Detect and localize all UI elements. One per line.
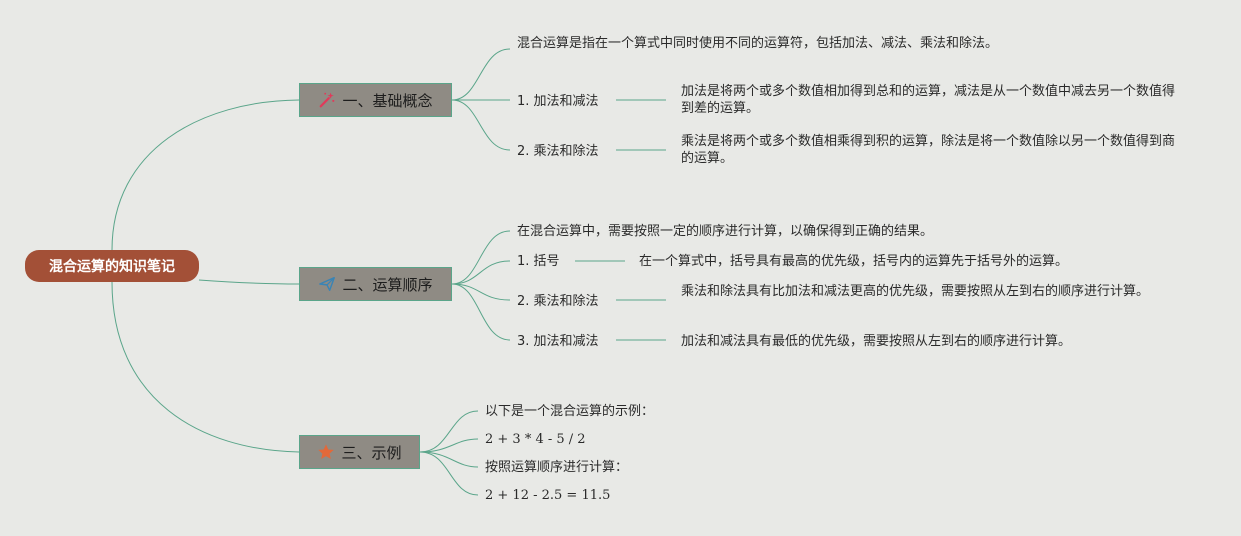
link-root-b2 <box>198 279 300 285</box>
link-b1-item2 <box>451 99 511 151</box>
link-b3-line2 <box>419 438 479 453</box>
example-line-3: 按照运算顺序进行计算： <box>485 460 629 475</box>
example-line-1: 以下是一个混合运算的示例： <box>485 404 655 419</box>
basic-concepts-intro: 混合运算是指在一个算式中同时使用不同的运算符，包括加法、减法、乘法和除法。 <box>517 36 999 51</box>
link-b2-item2 <box>451 283 511 301</box>
item-label: 1. 加法和减法 <box>517 94 599 109</box>
example-line-2: 2 + 3 * 4 - 5 / 2 <box>485 432 586 447</box>
order-item-add-sub[interactable]: 3. 加法和减法 <box>517 333 599 350</box>
paper-plane-icon <box>319 276 336 292</box>
branch-label: 一、基础概念 <box>342 91 433 110</box>
branch-label: 三、示例 <box>341 443 402 462</box>
link-b3-line4 <box>419 451 479 496</box>
order-item-mul-div[interactable]: 2. 乘法和除法 <box>517 293 599 310</box>
order-item-add-sub-desc: 加法和减法具有最低的优先级，需要按照从左到右的顺序进行计算。 <box>681 334 1072 349</box>
link-b1-intro <box>451 48 511 101</box>
link-root-b1 <box>111 99 300 251</box>
order-item-mul-div-desc: 乘法和除法具有比加法和减法更高的优先级，需要按照从左到右的顺序进行计算。 <box>681 284 1150 299</box>
branch-operation-order[interactable]: 二、运算顺序 <box>299 267 452 301</box>
star-icon <box>318 444 335 460</box>
link-root-b3 <box>111 281 300 453</box>
branch-label: 二、运算顺序 <box>342 275 433 294</box>
magic-wand-icon <box>320 92 335 108</box>
link-b2-item1 <box>451 260 511 285</box>
item-label: 3. 加法和减法 <box>517 334 599 349</box>
link-b2-item3 <box>451 283 511 341</box>
basic-item-mul-div-desc: 乘法是将两个或多个数值相乘得到积的运算，除法是将一个数值除以另一个数值得到商的运… <box>681 134 1176 166</box>
item-label: 1. 括号 <box>517 254 560 269</box>
root-node[interactable]: 混合运算的知识笔记 <box>25 250 199 282</box>
example-line-4: 2 + 12 - 2.5 = 11.5 <box>485 488 611 503</box>
basic-item-mul-div[interactable]: 2. 乘法和除法 <box>517 143 599 160</box>
link-b3-line1 <box>419 410 479 453</box>
basic-item-add-sub[interactable]: 1. 加法和减法 <box>517 93 599 110</box>
link-b2-intro <box>451 230 511 285</box>
item-label: 2. 乘法和除法 <box>517 294 599 309</box>
branch-basic-concepts[interactable]: 一、基础概念 <box>299 83 452 117</box>
basic-item-add-sub-desc: 加法是将两个或多个数值相加得到总和的运算，减法是从一个数值中减去另一个数值得到差… <box>681 84 1176 116</box>
order-item-parentheses[interactable]: 1. 括号 <box>517 253 560 270</box>
operation-order-intro: 在混合运算中，需要按照一定的顺序进行计算，以确保得到正确的结果。 <box>517 224 934 239</box>
order-item-parentheses-desc: 在一个算式中，括号具有最高的优先级，括号内的运算先于括号外的运算。 <box>639 254 1069 269</box>
link-b3-line3 <box>419 451 479 468</box>
root-title: 混合运算的知识笔记 <box>49 259 175 275</box>
item-label: 2. 乘法和除法 <box>517 144 599 159</box>
branch-example[interactable]: 三、示例 <box>299 435 420 469</box>
